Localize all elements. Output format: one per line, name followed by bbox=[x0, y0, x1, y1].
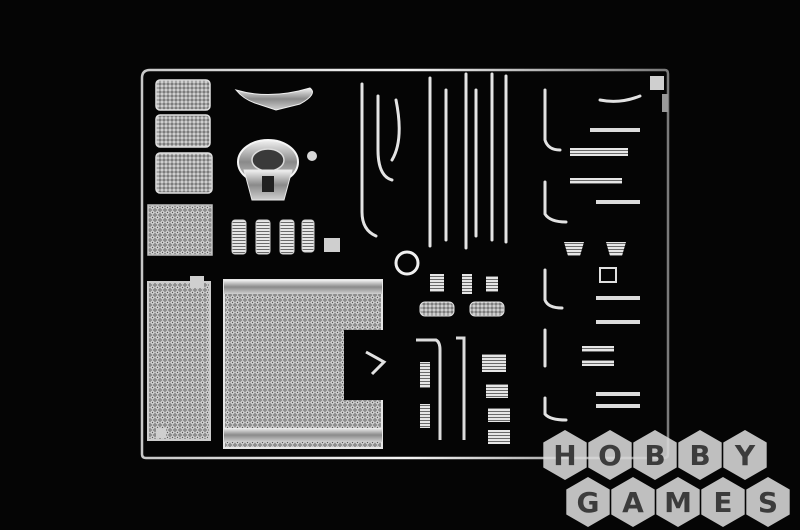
watermark-letter: M bbox=[664, 486, 692, 519]
watermark-letter: Y bbox=[734, 439, 756, 472]
watermark-hex: B bbox=[633, 430, 677, 480]
hexagon-shape bbox=[611, 477, 655, 527]
watermark-hex: A bbox=[611, 477, 655, 527]
center-parts bbox=[365, 274, 510, 444]
watermark-hex: M bbox=[656, 477, 700, 527]
watermark-hex: E bbox=[701, 477, 745, 527]
watermark-letter: B bbox=[644, 439, 665, 472]
hexagon-shape bbox=[566, 477, 610, 527]
mirror-brackets bbox=[543, 88, 642, 422]
hexagon-shape bbox=[723, 430, 767, 480]
watermark-hex: G bbox=[566, 477, 610, 527]
deck-plate bbox=[223, 279, 386, 449]
step-plates bbox=[147, 79, 213, 256]
small-parts-row bbox=[231, 219, 340, 255]
pipes bbox=[360, 72, 508, 250]
tread-plate-left bbox=[147, 276, 211, 441]
watermark-hex: H bbox=[543, 430, 587, 480]
hexagon-shape bbox=[543, 430, 587, 480]
watermark-letter: O bbox=[598, 439, 622, 472]
watermark-letter: E bbox=[713, 486, 732, 519]
hooks bbox=[590, 128, 640, 408]
sprue-gate bbox=[662, 94, 668, 112]
sprue-frame bbox=[140, 68, 670, 460]
watermark-hex: B bbox=[678, 430, 722, 480]
hexagon-shape bbox=[588, 430, 632, 480]
hexagon-shape bbox=[633, 430, 677, 480]
watermark-hex: Y bbox=[723, 430, 767, 480]
watermark-letter: B bbox=[689, 439, 710, 472]
grille-bars bbox=[564, 148, 628, 366]
watermark-letter: H bbox=[553, 439, 576, 472]
hexagon-shape bbox=[678, 430, 722, 480]
hexagon-shape bbox=[701, 477, 745, 527]
watermark-hex: O bbox=[588, 430, 632, 480]
hexagon-shape bbox=[656, 477, 700, 527]
hexagon-shape bbox=[746, 477, 790, 527]
runner-ring bbox=[394, 250, 420, 276]
fifth-wheel bbox=[234, 87, 317, 201]
watermark-letter: S bbox=[758, 486, 778, 519]
sprue-tab bbox=[650, 76, 664, 90]
watermark-hex: S bbox=[746, 477, 790, 527]
watermark-letter: A bbox=[622, 486, 644, 519]
watermark-letter: G bbox=[577, 486, 600, 519]
